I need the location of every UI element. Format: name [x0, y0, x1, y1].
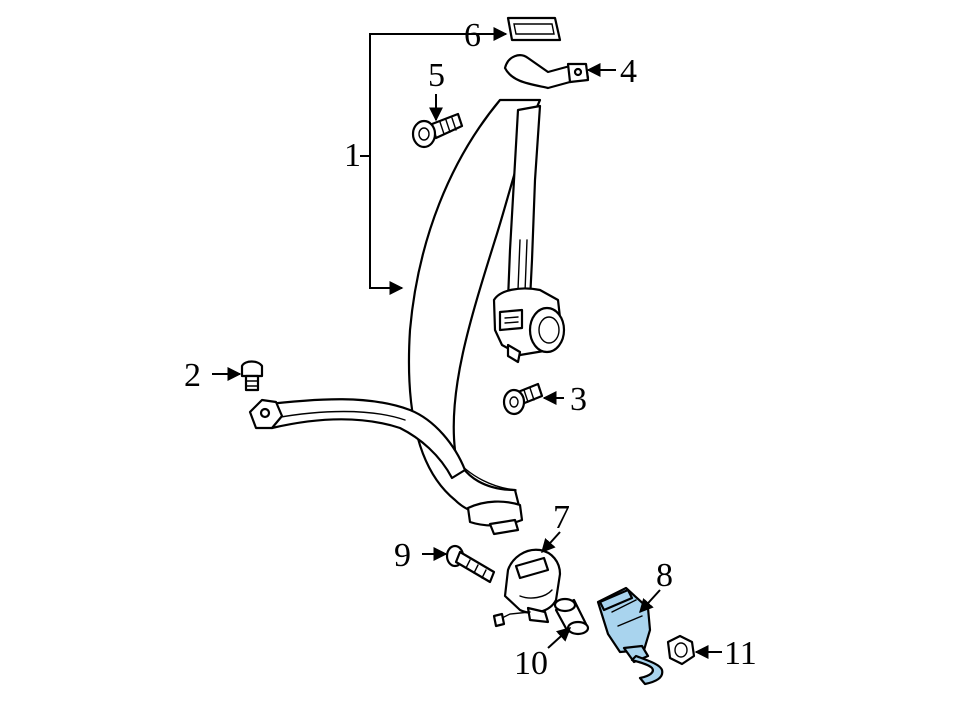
- callout-4: 4: [620, 53, 637, 90]
- callout-1-bracket: [360, 33, 490, 295]
- buckle-bolt: [445, 544, 496, 584]
- arrow-10: [547, 627, 572, 649]
- arrow-8: [639, 589, 661, 614]
- callout-10: 10: [514, 645, 548, 682]
- upper-guide: [503, 54, 590, 90]
- sleeve: [553, 597, 590, 636]
- retractor-spool: [528, 306, 566, 354]
- buckle-left: [492, 548, 562, 628]
- lap-anchor-hole: [259, 407, 271, 419]
- callout-11: 11: [724, 635, 757, 672]
- upper-bolt: [411, 112, 464, 149]
- guide-cover: [506, 16, 562, 42]
- callout-6: 6: [464, 17, 481, 54]
- belt-tongue: [466, 500, 524, 527]
- retractor-bolt: [502, 382, 544, 416]
- callout-9: 9: [394, 537, 411, 574]
- belt-webbing-loop: [407, 98, 542, 517]
- callout-labels: 1 2 3 4 5 6 7 8 9 10 11: [184, 17, 757, 682]
- buckle-highlighted: [596, 586, 664, 686]
- callout-7: 7: [553, 499, 570, 536]
- callout-3: 3: [570, 381, 587, 418]
- callout-1: 1: [344, 137, 361, 174]
- arrow-7: [541, 531, 561, 554]
- leader-arrows: [212, 27, 722, 659]
- lap-bolt: [240, 360, 264, 392]
- callout-5: 5: [428, 57, 445, 94]
- belt-assembly: [248, 98, 566, 536]
- lap-belt: [258, 398, 467, 480]
- callout-8: 8: [656, 557, 673, 594]
- nut: [666, 634, 696, 666]
- callout-2: 2: [184, 357, 201, 394]
